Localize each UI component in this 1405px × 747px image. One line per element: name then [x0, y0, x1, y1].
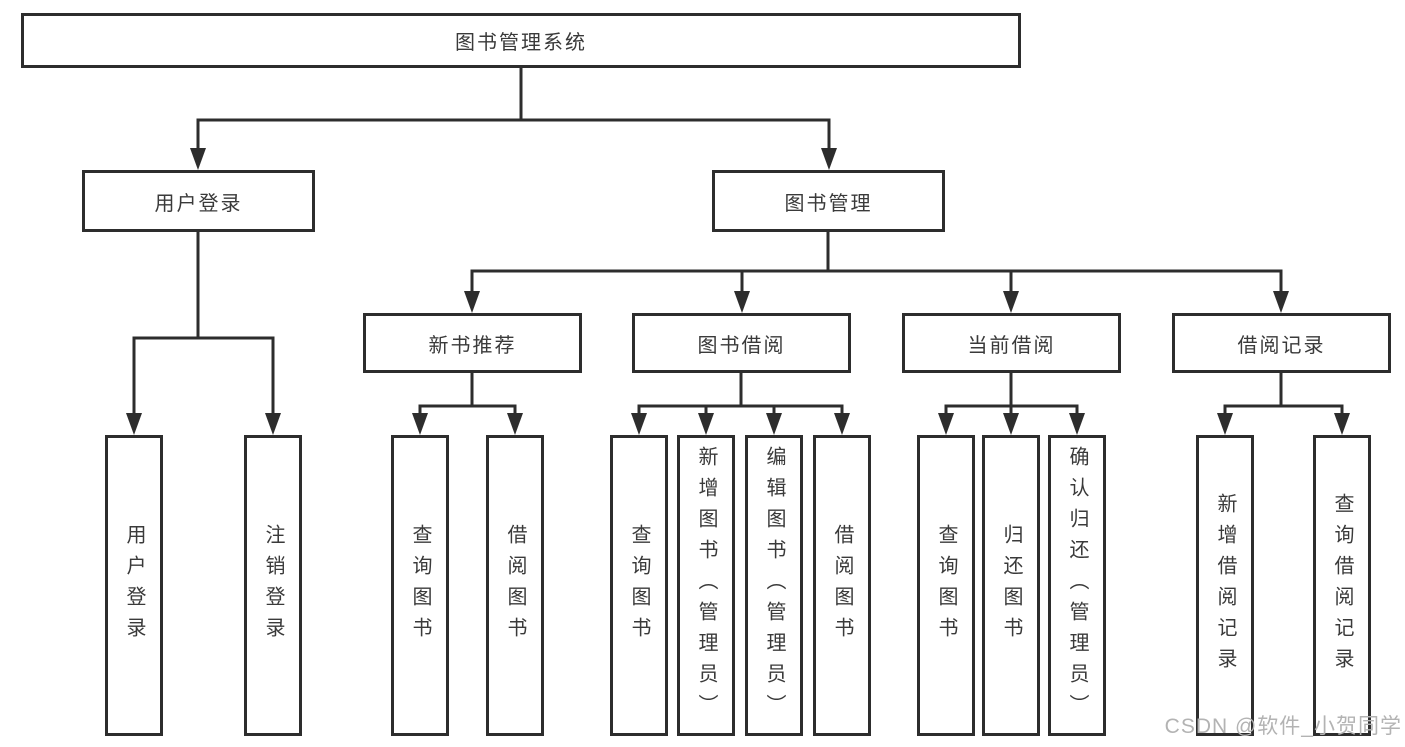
- leaf-return-books: 归还图书: [982, 435, 1040, 736]
- leaf-label: 注销登录: [262, 523, 284, 648]
- node-book-borrow: 图书借阅: [632, 313, 851, 373]
- leaf-query-books: 查询图书: [610, 435, 668, 736]
- node-label: 图书管理系统: [455, 32, 587, 54]
- leaf-label: 用户登录: [123, 523, 145, 648]
- node-label: 新书推荐: [428, 334, 517, 357]
- arrowhead-icon: [1273, 291, 1289, 313]
- leaf-borrow-books: 借阅图书: [486, 435, 544, 736]
- leaf-label: 编辑图书（管理员）: [763, 446, 785, 725]
- node-label: 借阅记录: [1237, 334, 1326, 357]
- node-borrow-records: 借阅记录: [1172, 313, 1391, 373]
- leaf-label: 借阅图书: [831, 523, 853, 648]
- leaf-label: 查询图书: [409, 523, 431, 648]
- node-library-system: 图书管理系统: [21, 13, 1021, 68]
- leaf-label: 查询图书: [628, 523, 650, 648]
- arrowhead-icon: [938, 413, 954, 435]
- leaf-query-books: 查询图书: [391, 435, 449, 736]
- leaf-label: 查询借阅记录: [1331, 492, 1353, 679]
- arrowhead-icon: [834, 413, 850, 435]
- leaf-label: 借阅图书: [504, 523, 526, 648]
- arrowhead-icon: [412, 413, 428, 435]
- arrowhead-icon: [766, 413, 782, 435]
- leaf-confirm-return-admin: 确认归还（管理员）: [1048, 435, 1106, 736]
- node-label: 当前借阅: [967, 334, 1056, 357]
- node-label: 图书借阅: [697, 334, 786, 357]
- arrowhead-icon: [734, 291, 750, 313]
- arrowhead-icon: [1069, 413, 1085, 435]
- arrowhead-icon: [265, 413, 281, 435]
- node-book-management: 图书管理: [712, 170, 945, 232]
- leaf-edit-books-admin: 编辑图书（管理员）: [745, 435, 803, 736]
- arrowhead-icon: [631, 413, 647, 435]
- arrowhead-icon: [1217, 413, 1233, 435]
- csdn-watermark: CSDN @软件_小贺同学: [1164, 715, 1402, 738]
- leaf-query-borrow-record: 查询借阅记录: [1313, 435, 1371, 736]
- leaf-borrow-books: 借阅图书: [813, 435, 871, 736]
- leaf-label: 归还图书: [1000, 523, 1022, 648]
- node-current-borrow: 当前借阅: [902, 313, 1121, 373]
- leaf-add-borrow-record: 新增借阅记录: [1196, 435, 1254, 736]
- leaf-user-login: 用户登录: [105, 435, 163, 736]
- leaf-query-books: 查询图书: [917, 435, 975, 736]
- arrowhead-icon: [507, 413, 523, 435]
- leaf-label: 查询图书: [935, 523, 957, 648]
- node-label: 图书管理: [784, 192, 873, 215]
- arrowhead-icon: [1334, 413, 1350, 435]
- node-label: 用户登录: [154, 192, 243, 215]
- arrowhead-icon: [190, 148, 206, 170]
- node-user-login: 用户登录: [82, 170, 315, 232]
- leaf-logout: 注销登录: [244, 435, 302, 736]
- node-new-book-recommend: 新书推荐: [363, 313, 582, 373]
- arrowhead-icon: [821, 148, 837, 170]
- arrowhead-icon: [464, 291, 480, 313]
- leaf-label: 新增图书（管理员）: [695, 446, 717, 725]
- arrowhead-icon: [126, 413, 142, 435]
- leaf-label: 确认归还（管理员）: [1066, 446, 1088, 725]
- leaf-add-books-admin: 新增图书（管理员）: [677, 435, 735, 736]
- arrowhead-icon: [698, 413, 714, 435]
- leaf-label: 新增借阅记录: [1214, 492, 1236, 679]
- arrowhead-icon: [1003, 413, 1019, 435]
- arrowhead-icon: [1003, 291, 1019, 313]
